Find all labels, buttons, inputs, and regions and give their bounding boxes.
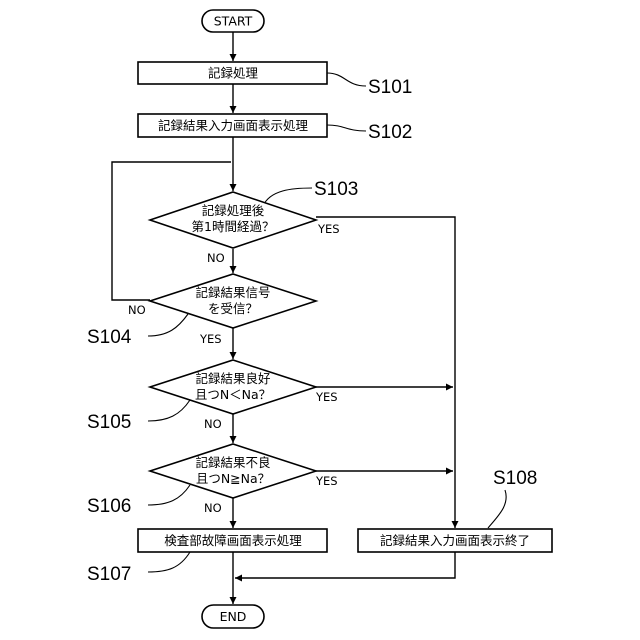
process-s108: 記録結果入力画面表示終了 [358,529,552,552]
step-label-s103: S103 [314,179,358,200]
decision-s103-line2: 第1時間経過？ [192,219,275,234]
step-label-s105: S105 [87,412,131,433]
leader-s101 [327,73,366,86]
process-s108-text: 記録結果入力画面表示終了 [380,533,530,548]
leader-s102 [327,125,366,131]
s103-no-label: NO [207,251,225,265]
decision-s104-line1: 記録結果信号 [195,285,270,300]
leader-s103 [263,188,312,206]
decision-s104: 記録結果信号 を受信？ [150,274,316,328]
decision-s103: 記録処理後 第1時間経過？ [150,192,316,248]
process-s102: 記録結果入力画面表示処理 [138,114,327,137]
start-terminal-label: START [214,14,253,29]
step-label-s107: S107 [87,564,131,585]
decision-s104-line2: を受信？ [208,301,258,316]
s105-no-label: NO [204,417,222,431]
s105-yes-label: YES [315,390,338,404]
process-s101-text: 記録処理 [208,66,259,81]
step-label-s104: S104 [87,327,132,348]
process-s107: 検査部故障画面表示処理 [138,529,327,552]
leader-s107 [148,552,190,572]
process-s101: 記録処理 [138,62,327,84]
s106-no-label: NO [204,501,222,515]
leader-s105 [148,400,190,421]
step-leaders [148,73,506,572]
decision-s105-line1: 記録結果良好 [195,371,270,386]
decision-s105-line2: 且つN＜Na？ [195,387,271,402]
step-label-s101: S101 [368,77,412,98]
leader-s106 [148,485,190,505]
decision-s106-line2: 且つN≧Na？ [196,471,270,486]
process-s107-text: 検査部故障画面表示処理 [164,533,302,548]
end-terminal: END [202,605,264,628]
s104-yes-label: YES [199,332,222,346]
decision-s106: 記録結果不良 且つN≧Na？ [150,444,316,498]
step-label-s108: S108 [493,468,537,489]
leader-s104 [148,314,188,336]
decision-s105: 記録結果良好 且つN＜Na？ [150,360,316,414]
process-s102-text: 記録結果入力画面表示処理 [158,118,309,133]
leader-s108 [488,490,506,528]
s104-no-label: NO [128,303,146,317]
end-terminal-label: END [220,609,247,624]
step-label-s106: S106 [87,496,131,517]
start-terminal: START [202,10,264,32]
arrow-s108-to-end [235,552,455,578]
decision-s103-line1: 記録処理後 [202,203,265,218]
s106-yes-label: YES [315,474,338,488]
s103-yes-label: YES [317,222,340,236]
step-numbers: S101 S102 S103 S104 S105 S106 S107 S108 [87,77,537,585]
decision-s106-line1: 記録結果不良 [195,455,270,470]
step-label-s102: S102 [368,122,412,143]
